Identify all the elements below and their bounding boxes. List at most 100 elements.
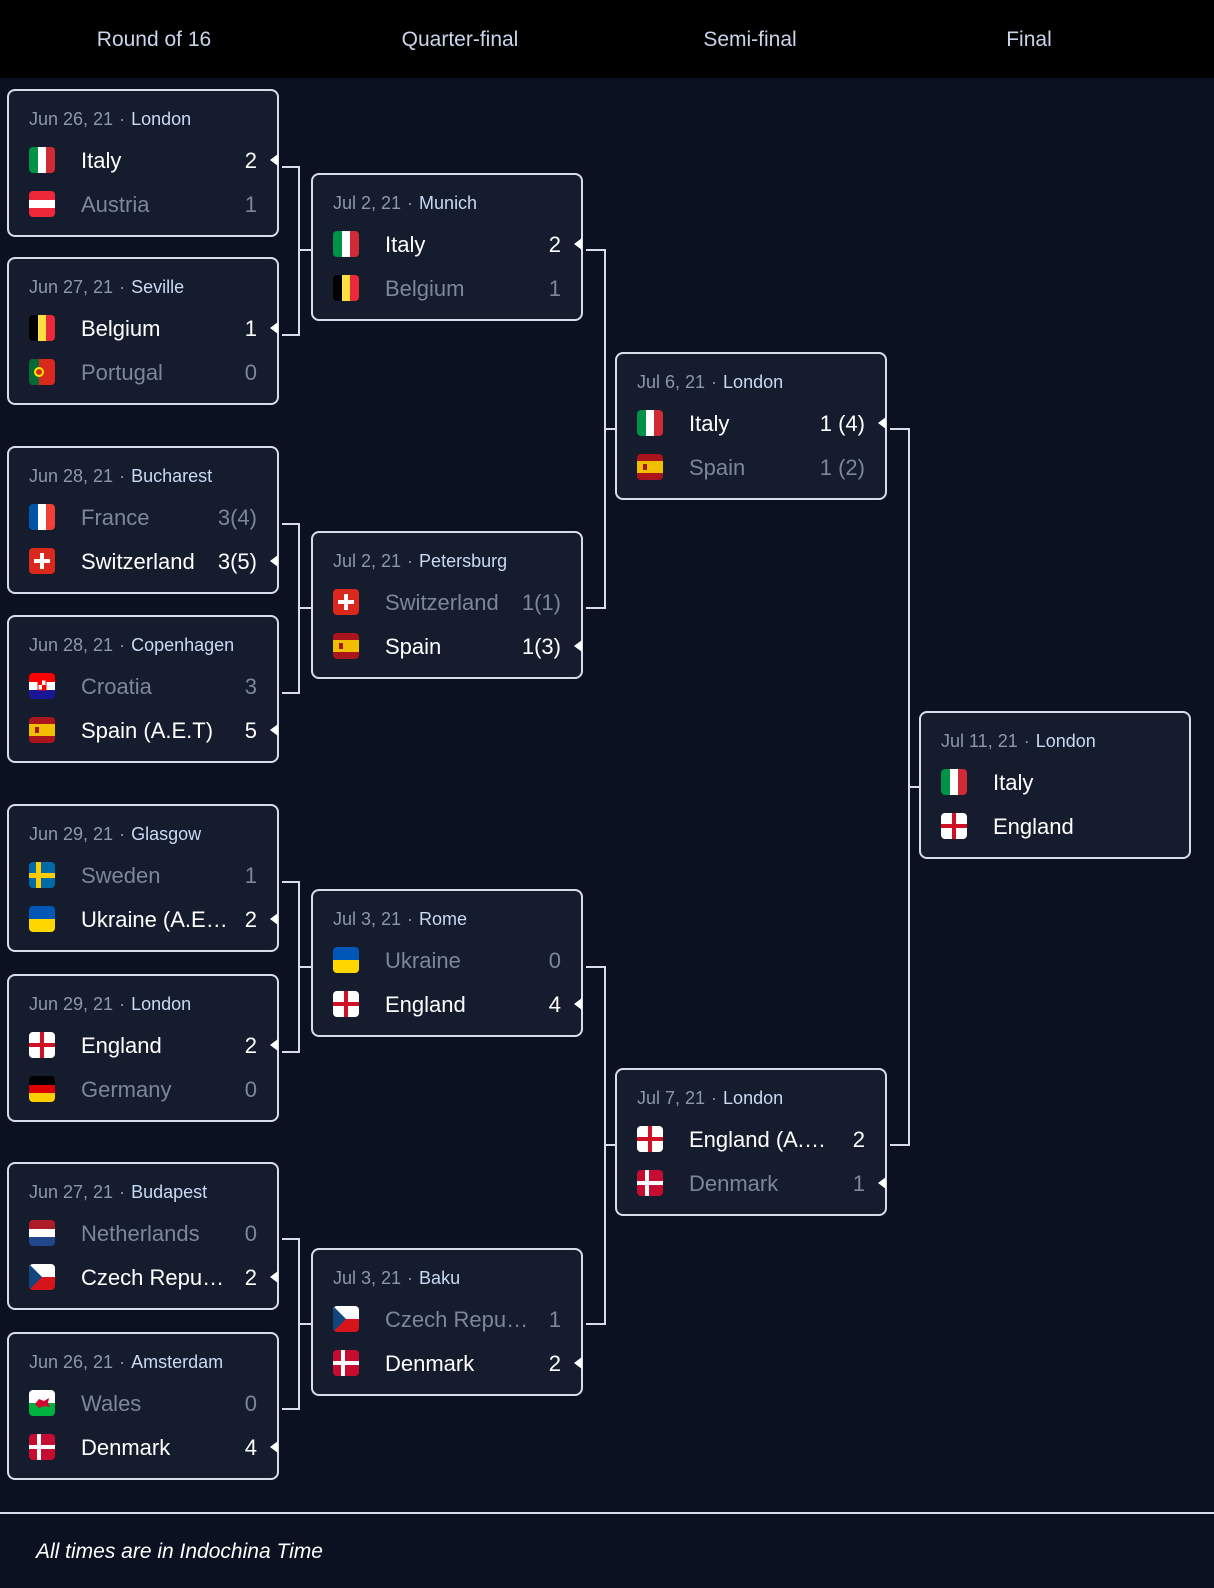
match-date: Jun 28, 21 — [29, 635, 114, 655]
match-venue: London — [1035, 731, 1096, 751]
team-score: 1 (2) — [819, 455, 865, 480]
connector — [586, 249, 606, 251]
match-meta: Jul 11, 21·London — [941, 731, 1096, 752]
team-row-ukraine[interactable]: Ukraine (A.E.T)2 — [29, 904, 278, 934]
team-name: Germany — [81, 1077, 172, 1102]
team-row-switzerland[interactable]: Switzerland 1(1) — [333, 587, 573, 617]
meta-separator: · — [119, 635, 126, 655]
team-name: Italy — [993, 770, 1034, 795]
denmark-flag-icon — [29, 1434, 55, 1460]
team-name: Austria — [81, 192, 150, 217]
round-title-sf: Semi-final — [703, 28, 797, 51]
team-name: Denmark — [81, 1435, 171, 1460]
team-name: Spain (A.E.T) — [81, 718, 214, 743]
england-flag-icon — [941, 813, 967, 839]
match-venue: Glasgow — [131, 824, 202, 844]
winner-arrow-icon — [574, 640, 582, 652]
match-venue: Munich — [419, 193, 478, 213]
team-score: 2 — [244, 1265, 257, 1290]
meta-separator: · — [1023, 731, 1030, 751]
team-score: 0 — [244, 1077, 257, 1102]
team-name: Belgium — [81, 316, 161, 341]
match-meta: Jul 7, 21·London — [637, 1088, 783, 1109]
match-meta: Jun 29, 21·Glasgow — [29, 824, 201, 845]
match-date: Jun 27, 21 — [29, 277, 114, 297]
match-date: Jul 11, 21 — [941, 731, 1018, 751]
match-meta: Jun 27, 21·Seville — [29, 277, 184, 298]
switzerland-flag-icon — [29, 548, 55, 574]
match-date: Jul 3, 21 — [333, 909, 402, 929]
team-score: 1(1) — [521, 590, 561, 615]
match-meta: Jun 28, 21·Bucharest — [29, 466, 212, 487]
match-meta: Jun 28, 21·Copenhagen — [29, 635, 234, 656]
match-venue: Rome — [419, 909, 468, 929]
italy-flag-icon — [941, 769, 967, 795]
team-row-spain[interactable]: Spain (A.E.T)5 — [29, 715, 278, 745]
meta-separator: · — [119, 1182, 126, 1202]
match-meta: Jun 26, 21·Amsterdam — [29, 1352, 223, 1373]
team-score: 1 — [244, 192, 257, 217]
match-date: Jun 27, 21 — [29, 1182, 114, 1202]
winner-arrow-icon — [270, 913, 278, 925]
team-name: France — [81, 505, 150, 530]
match-date: Jul 2, 21 — [333, 551, 402, 571]
team-score: 2 — [548, 1351, 561, 1376]
winner-arrow-icon — [878, 1177, 886, 1189]
match-venue: Seville — [131, 277, 185, 297]
team-row-germany[interactable]: Germany 0 — [29, 1074, 269, 1104]
team-row-italy[interactable]: Italy — [941, 767, 1181, 797]
winner-arrow-icon — [270, 724, 278, 736]
team-row-denmark[interactable]: Denmark 4 — [29, 1432, 278, 1462]
team-score: 4 — [244, 1435, 257, 1460]
team-row-england[interactable]: England — [941, 811, 1181, 841]
team-row-denmark[interactable]: Denmark 2 — [333, 1348, 582, 1378]
winner-arrow-icon — [270, 154, 278, 166]
team-score: 0 — [244, 1391, 257, 1416]
meta-separator: · — [407, 909, 414, 929]
match-venue: Bucharest — [131, 466, 213, 486]
england-flag-icon — [637, 1126, 663, 1152]
team-name: Switzerland — [385, 590, 499, 615]
match-meta: Jun 27, 21·Budapest — [29, 1182, 207, 1203]
team-row-england[interactable]: England (A.E.T)2 — [637, 1124, 877, 1154]
team-name: Denmark — [385, 1351, 475, 1376]
connector — [604, 428, 616, 430]
winner-arrow-icon — [270, 1441, 278, 1453]
team-row-austria[interactable]: Austria 1 — [29, 189, 269, 219]
